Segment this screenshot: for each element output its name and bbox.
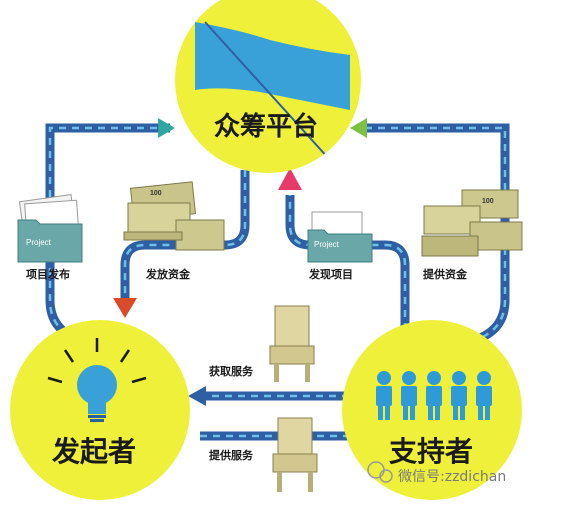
initiator-label: 发起者 [52,435,137,468]
watermark-account: zzdichan [444,469,507,485]
people-icon [376,371,492,420]
flag-pole [204,21,331,161]
supporters-label: 支持者 [389,435,474,468]
cash-stack-left-icon [123,181,225,251]
folder-right-text: Project [314,240,339,249]
flag-water-shape [195,22,350,110]
arrow-teal-icon [158,118,175,138]
folder-right-icon [307,211,373,263]
label-provide-service: 提供服务 [209,449,253,462]
platform-node [175,0,361,173]
label-discover-project: 发现项目 [309,268,353,281]
watermark-prefix: 微信号: [398,469,445,485]
label-release-funds: 发放资金 [146,268,190,281]
platform-label: 众筹平台 [214,112,319,142]
label-obtain-service: 获取服务 [209,365,253,378]
lightbulb-icon [47,338,147,422]
arrow-green-icon [350,118,367,138]
initiator-node [10,320,190,500]
supporters-node [342,320,522,500]
arrow-pink-icon [278,168,302,190]
arrow-red-icon [113,298,137,318]
folder-left-text: Project [26,238,51,247]
wechat-icon [367,461,393,483]
cash-stack-right-icon [421,189,523,257]
chair-top-icon [269,305,315,382]
arrow-left-service-icon [188,386,206,406]
watermark: 微信号:zzdichan [398,466,506,486]
cash-text-left: 100 [150,190,162,197]
cash-text-right: 100 [482,198,494,205]
folder-left-icon [17,194,83,263]
label-publish-project: 项目发布 [26,268,70,281]
label-provide-funds: 提供资金 [423,268,467,281]
chair-bottom-icon [272,417,318,492]
